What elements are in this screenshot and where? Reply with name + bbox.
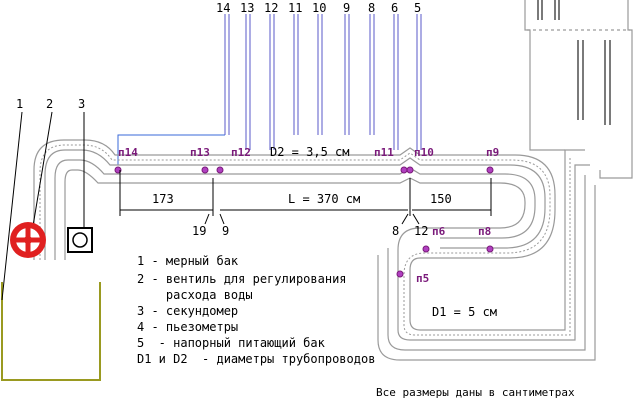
dimension-middle: L = 370 см bbox=[288, 192, 360, 206]
units-note: Все размеры даны в сантиметрах bbox=[376, 386, 575, 399]
dimension-lines bbox=[119, 170, 492, 225]
node-dots bbox=[114, 166, 494, 278]
node-label: п10 bbox=[414, 146, 434, 159]
mark-label: 9 bbox=[222, 224, 229, 238]
d1-label: D1 = 5 см bbox=[432, 305, 497, 319]
piezometer-labels: 14 13 12 11 10 9 8 6 5 bbox=[216, 1, 421, 15]
piezo-label: 11 bbox=[288, 1, 302, 15]
node-label: п6 bbox=[432, 225, 446, 238]
piezo-label: 6 bbox=[391, 1, 398, 15]
leader-2 bbox=[31, 111, 53, 233]
label-valve: 2 bbox=[46, 97, 53, 111]
piezo-label: 10 bbox=[312, 1, 326, 15]
measuring-tank bbox=[1, 282, 101, 381]
piezo-label: 5 bbox=[414, 1, 421, 15]
supply-tank-pipes bbox=[537, 0, 611, 125]
mark-label: 8 bbox=[392, 224, 399, 238]
piezo-label: 9 bbox=[343, 1, 350, 15]
mark-label: 19 bbox=[192, 224, 206, 238]
node-label: п5 bbox=[416, 272, 429, 285]
legend-line: 5 - напорный питающий бак bbox=[137, 336, 326, 350]
piezometer-tubes bbox=[224, 14, 422, 150]
stopwatch-icon bbox=[67, 227, 93, 253]
piezo-label: 13 bbox=[240, 1, 254, 15]
piezo-label: 14 bbox=[216, 1, 230, 15]
legend-line: 3 - секундомер bbox=[137, 304, 238, 318]
label-measuring-tank: 1 bbox=[16, 97, 23, 111]
piezo-label: 8 bbox=[368, 1, 375, 15]
d2-label: D2 = 3,5 см bbox=[270, 145, 349, 159]
node-label: п9 bbox=[486, 146, 499, 159]
node-label: п8 bbox=[478, 225, 491, 238]
legend-line: 1 - мерный бак bbox=[137, 254, 239, 268]
node-label: п11 bbox=[374, 146, 394, 159]
valve-icon[interactable] bbox=[10, 222, 46, 258]
legend-line: 4 - пьезометры bbox=[137, 320, 238, 334]
legend-line: 2 - вентиль для регулирования bbox=[137, 272, 347, 286]
label-stopwatch: 3 bbox=[78, 97, 85, 111]
piezo-label: 12 bbox=[264, 1, 278, 15]
legend: 1 - мерный бак 2 - вентиль для регулиров… bbox=[137, 254, 375, 366]
dimension-left: 173 bbox=[152, 192, 174, 206]
node-label: п14 bbox=[118, 146, 138, 159]
node-label: п12 bbox=[231, 146, 251, 159]
legend-line: расхода воды bbox=[137, 288, 253, 302]
mark-label: 12 bbox=[414, 224, 428, 238]
leader-1 bbox=[1, 111, 23, 301]
supply-tank bbox=[524, 0, 633, 179]
node-label: п13 bbox=[190, 146, 210, 159]
legend-line: D1 и D2 - диаметры трубопроводов bbox=[137, 352, 375, 366]
dimension-right: 150 bbox=[430, 192, 452, 206]
